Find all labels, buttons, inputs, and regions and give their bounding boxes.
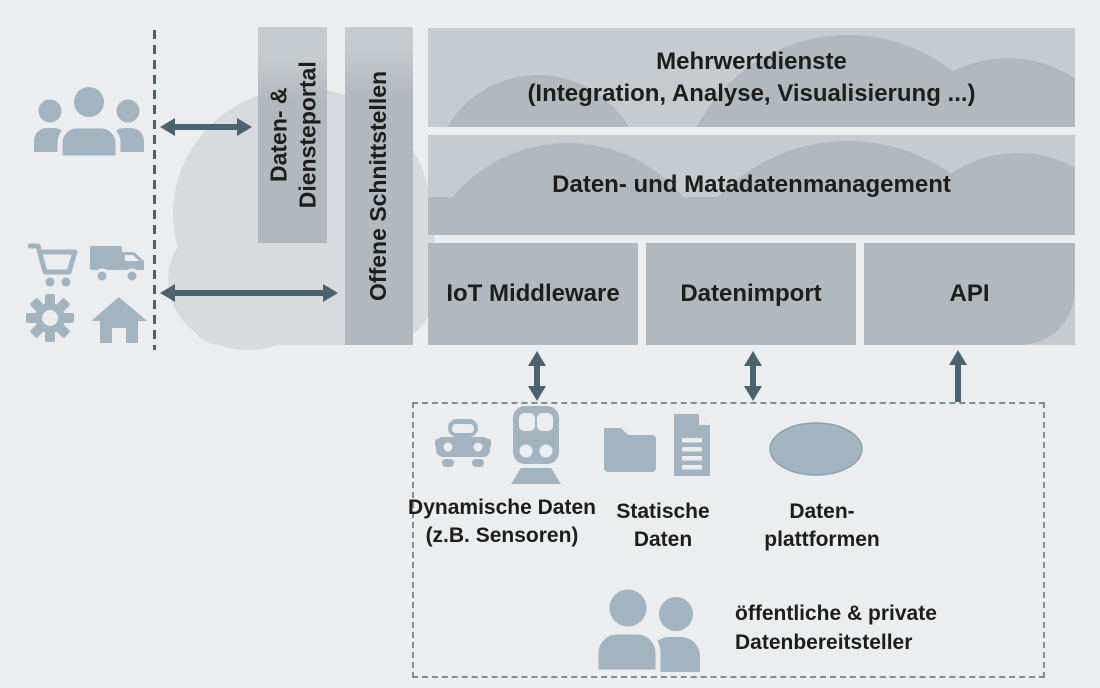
iot-middleware-label: IoT Middleware: [446, 280, 620, 308]
dashed-separator-line: [153, 30, 156, 350]
portal-box: [258, 27, 327, 243]
interfaces-box: [345, 27, 413, 345]
portal-label-wrap: Daten- & Diensteportal: [258, 27, 327, 243]
folder-icon: [604, 428, 656, 472]
data-platforms-label: Daten- plattformen: [764, 499, 880, 551]
document-icon: [674, 414, 710, 476]
datenimport-label: Datenimport: [680, 280, 822, 308]
api-box: [864, 243, 1075, 345]
data-providers-label: öffentliche & private Datenbereitsteller: [735, 601, 937, 654]
cloud-bump: [864, 243, 1075, 345]
delivery-truck-icon: [90, 246, 144, 284]
dynamic-data-label: Dynamische Daten (z.B. Sensoren): [408, 495, 596, 547]
iot-sources-arrow: [528, 351, 546, 401]
management-box: [428, 135, 1075, 235]
gear-icon: [26, 294, 74, 342]
shopping-cart-icon: [28, 243, 78, 287]
interfaces-label-wrap: Offene Schnittstellen: [345, 27, 413, 345]
datenimport-box: [646, 243, 856, 345]
users-group-icon: [34, 82, 144, 161]
database-ellipse-icon: [769, 422, 863, 476]
sources-to-api-arrow: [949, 350, 967, 402]
iot-middleware-box: [428, 243, 638, 345]
management-label: Daten- und Matadatenmanagement: [552, 171, 951, 199]
cloud-bump: [428, 197, 1075, 235]
import-sources-arrow: [744, 351, 762, 401]
static-data-label: Statische Daten: [616, 499, 710, 551]
interfaces-label: Offene Schnittstellen: [365, 70, 392, 302]
train-icon: [511, 406, 561, 484]
data-providers-icon: [593, 584, 700, 674]
car-icon: [435, 419, 491, 467]
portal-label: Daten- & Diensteportal: [264, 61, 320, 209]
services-label: Mehrwertdienste (Integration, Analyse, V…: [527, 48, 976, 107]
house-icon: [91, 297, 147, 343]
business-to-interfaces-arrow: [160, 284, 338, 302]
users-to-portal-arrow: [160, 118, 252, 136]
api-label: API: [949, 280, 990, 308]
data-sources-boundary: [412, 402, 1045, 678]
services-box: [428, 28, 1075, 127]
